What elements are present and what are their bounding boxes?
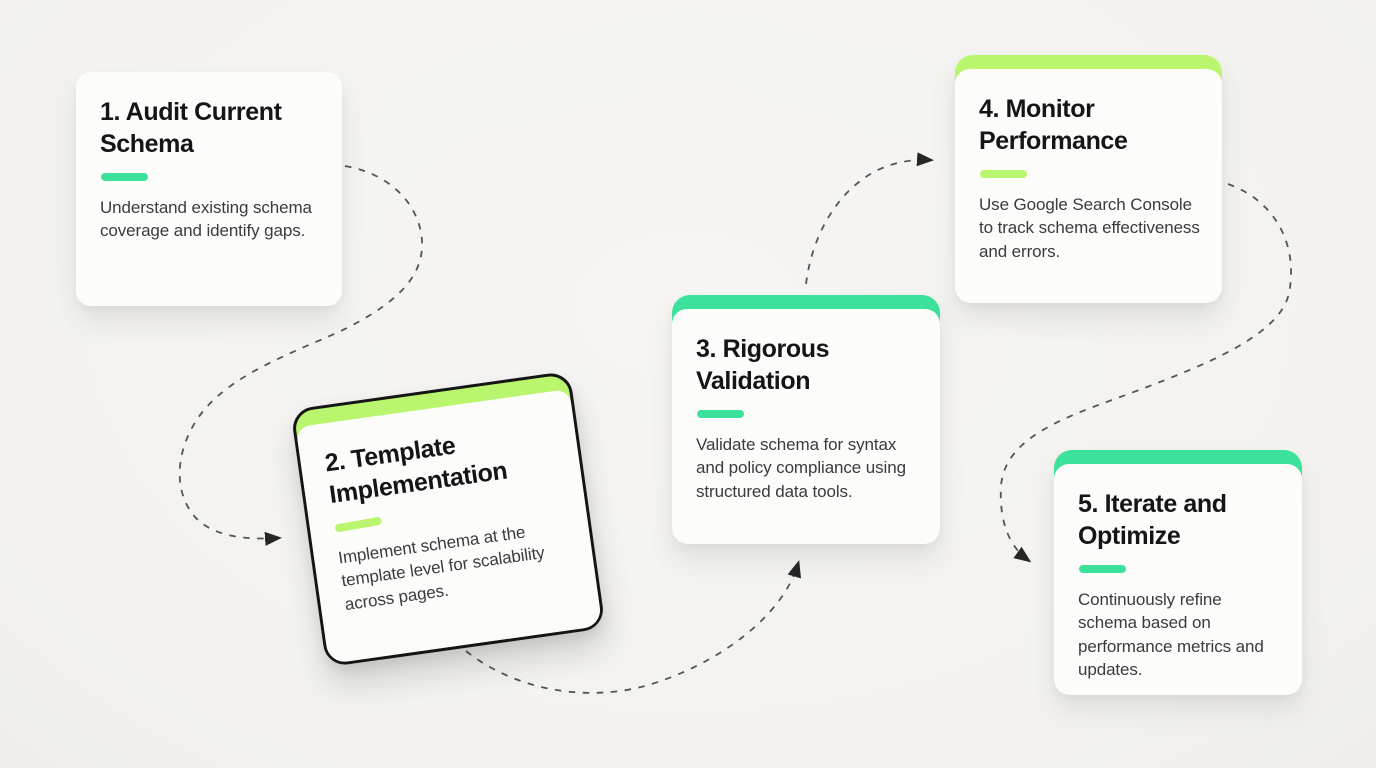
step-card-body: 5. Iterate and Optimize Continuously ref… <box>1054 464 1302 695</box>
accent-underline <box>101 173 148 181</box>
step-title: 1. Audit Current Schema <box>100 98 282 158</box>
step-description: Use Google Search Console to track schem… <box>979 195 1200 261</box>
step-card-audit-current-schema: 1. Audit Current Schema Understand exist… <box>76 72 342 306</box>
connector-step3-step4 <box>805 152 934 285</box>
step-card-body: 1. Audit Current Schema Understand exist… <box>76 72 342 306</box>
step-title: 2. Template Implementation <box>323 431 509 510</box>
step-card-body: 2. Template Implementation Implement sch… <box>295 388 603 664</box>
step-title: 5. Iterate and Optimize <box>1078 490 1227 550</box>
step-card-rigorous-validation: 3. Rigorous Validation Validate schema f… <box>672 295 940 544</box>
accent-underline <box>980 170 1027 178</box>
accent-underline <box>1079 565 1126 573</box>
step-description: Continuously refine schema based on perf… <box>1078 590 1264 680</box>
step-card-body: 3. Rigorous Validation Validate schema f… <box>672 309 940 544</box>
accent-underline <box>697 410 744 418</box>
step-title: 4. Monitor Performance <box>979 95 1128 155</box>
step-card-iterate-and-optimize: 5. Iterate and Optimize Continuously ref… <box>1054 450 1302 695</box>
step-description: Validate schema for syntax and policy co… <box>696 435 906 501</box>
step-card-template-implementation: 2. Template Implementation Implement sch… <box>290 370 606 668</box>
step-description: Understand existing schema coverage and … <box>100 198 312 241</box>
step-card-body: 4. Monitor Performance Use Google Search… <box>955 69 1222 303</box>
step-title: 3. Rigorous Validation <box>696 335 830 395</box>
step-card-monitor-performance: 4. Monitor Performance Use Google Search… <box>955 55 1222 303</box>
step-description: Implement schema at the template level f… <box>337 522 546 614</box>
accent-underline <box>334 516 383 533</box>
